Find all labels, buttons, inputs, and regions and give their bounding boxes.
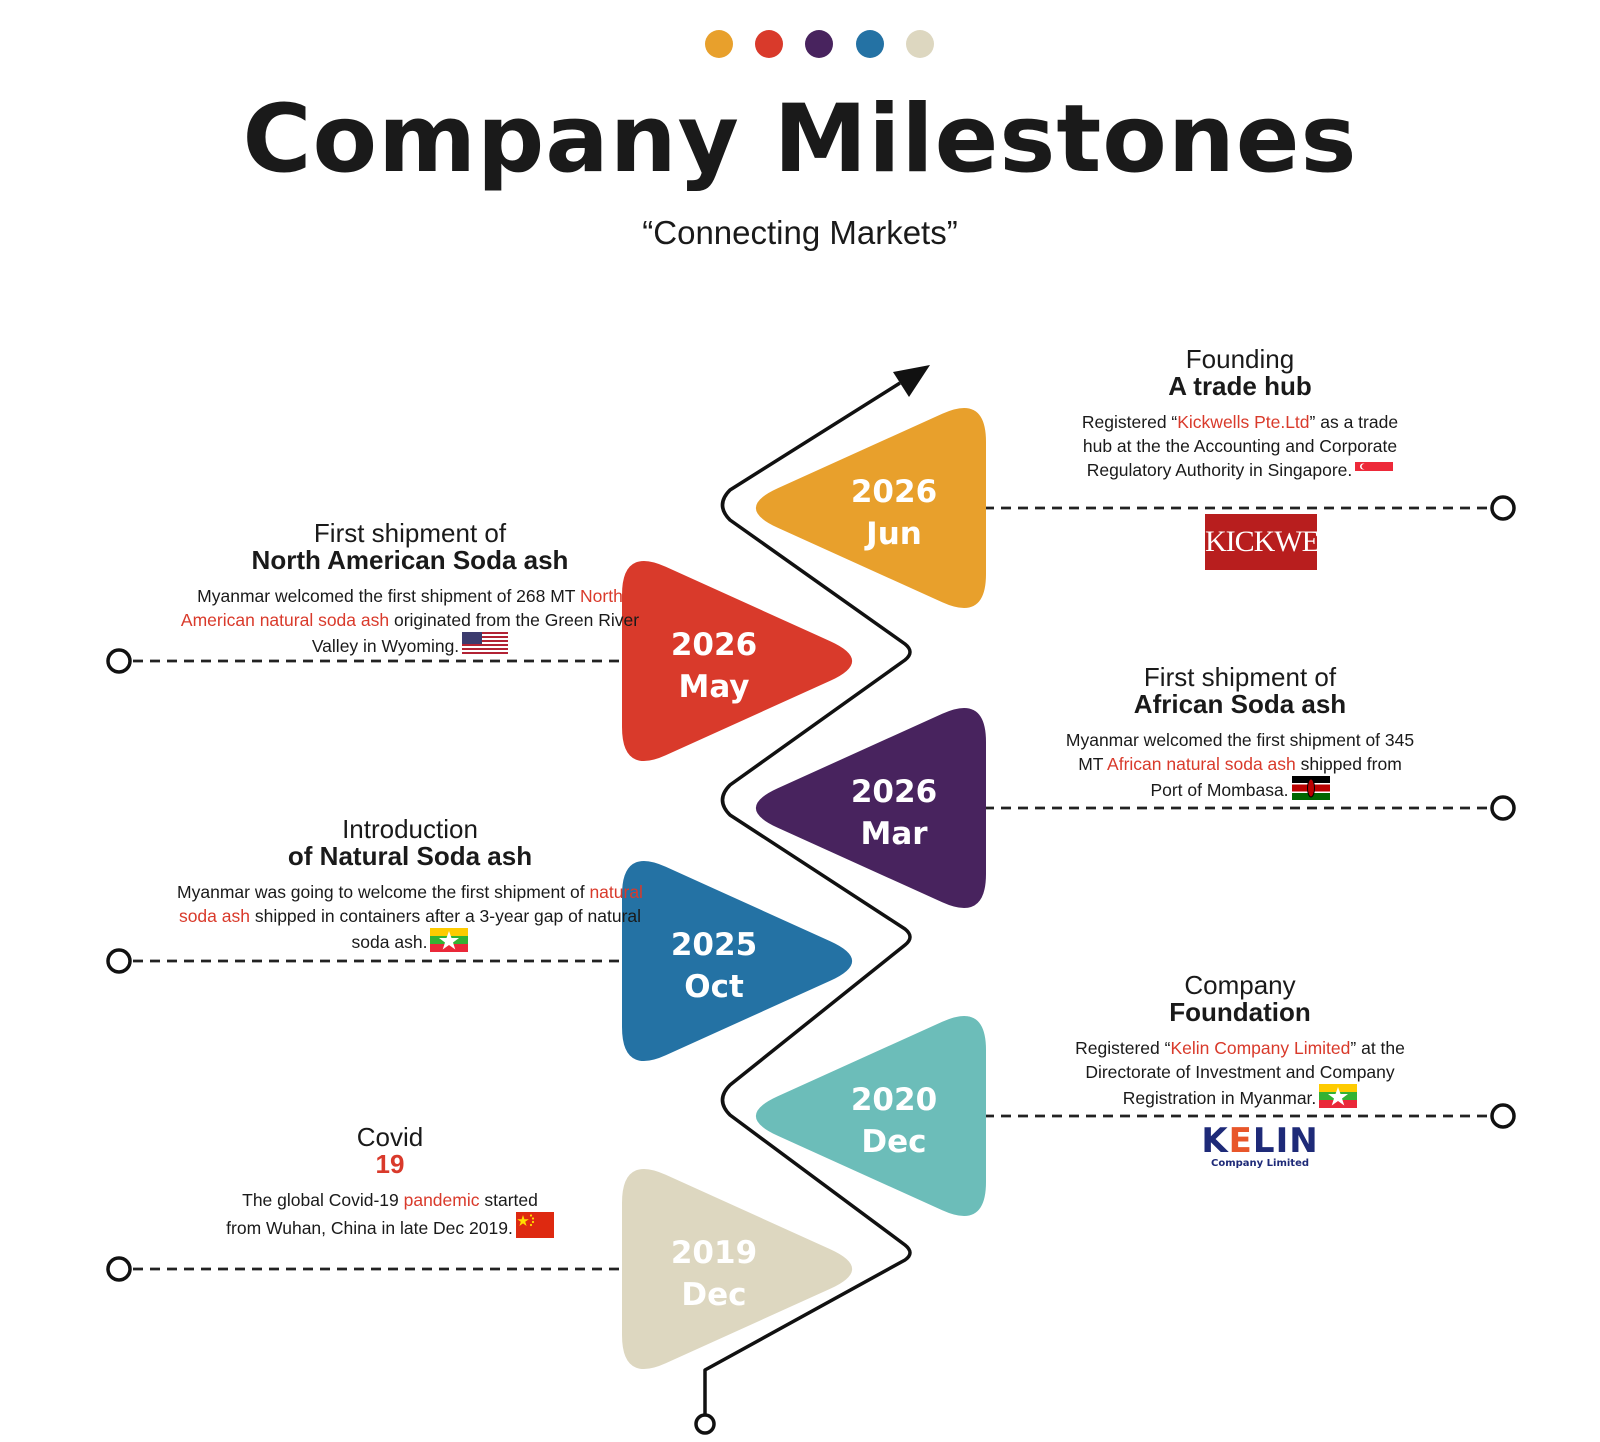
milestone-month-jun-2026: Jun	[864, 516, 922, 552]
kelin-logo-subtext: Company Limited	[1210, 1158, 1310, 1169]
milestone-text-oct-2025: Introduction of Natural Soda ash Myanmar…	[165, 816, 655, 954]
kelin-logo: KELIN Company Limited	[1190, 1124, 1330, 1169]
description-text: ” at the Directorate of Investment and C…	[1085, 1038, 1405, 1108]
milestone-text-dec-2019: Covid 19 The global Covid-19 pandemic st…	[225, 1124, 555, 1240]
header-dot-3	[805, 30, 833, 58]
description-text: Myanmar welcomed the first shipment of 3…	[1065, 730, 1415, 774]
milestone-text-mar-2026: First shipment of African Soda ash Myanm…	[1060, 664, 1420, 802]
milestone-text-jun-2026: Founding A trade hub Registered “Kickwel…	[1070, 346, 1410, 482]
header-dot-1	[705, 30, 733, 58]
milestone-triangle-jun-2026	[755, 408, 986, 608]
description-highlight: natural soda ash	[178, 882, 643, 926]
milestone-description: Myanmar welcomed the first shipment of 2…	[160, 584, 660, 658]
description-highlight: Kelin Company Limited	[1170, 1038, 1351, 1058]
endpoint-may-2026	[106, 648, 132, 674]
milestone-triangle-oct-2025	[622, 861, 853, 1061]
milestone-year-may-2026: 2026	[671, 627, 757, 663]
endpoint-dec-2020	[1490, 1103, 1516, 1129]
milestone-heading: Company	[1184, 970, 1296, 1000]
milestone-description: Registered “Kickwells Pte.Ltd” as a trad…	[1070, 410, 1410, 482]
endpoint-dec-2019	[106, 1256, 132, 1282]
milestone-year-jun-2026: 2026	[851, 474, 937, 510]
description-highlight: Kickwells Pte.Ltd	[1177, 412, 1310, 432]
description-text: Myanmar was going to welcome the first s…	[177, 882, 590, 902]
description-highlight: North American natural soda ash	[180, 586, 623, 630]
myanmar-flag-icon	[1319, 1084, 1358, 1108]
milestone-description: Myanmar was going to welcome the first s…	[165, 880, 655, 954]
milestone-heading-bold: 19	[375, 1149, 405, 1179]
milestone-year-dec-2020: 2020	[851, 1082, 937, 1118]
milestone-month-dec-2019: Dec	[681, 1277, 746, 1313]
milestone-heading-bold: North American Soda ash	[251, 545, 569, 575]
milestone-heading-bold: of Natural Soda ash	[287, 841, 533, 871]
page-subtitle: “Connecting Markets”	[642, 214, 958, 251]
kelin-logo-text: KELIN	[1201, 1121, 1319, 1161]
milestone-heading-bold: Foundation	[1169, 997, 1311, 1027]
header-dot-2	[755, 30, 783, 58]
kickwells-logo: KICKWELLS	[1205, 514, 1370, 570]
description-text: The global Covid-19	[242, 1190, 404, 1210]
description-highlight: African natural soda ash	[1107, 754, 1296, 774]
timeline-arrow-icon	[893, 365, 930, 397]
milestone-triangle-dec-2019	[622, 1169, 853, 1369]
timeline-start-circle	[694, 1413, 716, 1435]
milestone-year-oct-2025: 2025	[671, 927, 757, 963]
milestone-triangle-dec-2020	[755, 1016, 986, 1216]
timeline-path	[703, 381, 912, 1418]
milestone-year-mar-2026: 2026	[851, 774, 937, 810]
milestone-text-dec-2020: Company Foundation Registered “Kelin Com…	[1070, 972, 1410, 1110]
milestone-triangle-mar-2026	[755, 708, 986, 908]
milestone-heading: Founding	[1185, 344, 1295, 374]
milestone-triangle-may-2026	[622, 561, 853, 761]
milestone-heading-bold: A trade hub	[1168, 371, 1312, 401]
header-dot-4	[856, 30, 884, 58]
description-text: Registered “	[1075, 1038, 1171, 1058]
milestone-description: The global Covid-19 pandemic started fro…	[225, 1188, 555, 1240]
myanmar-flag-icon	[430, 928, 469, 952]
milestone-heading-bold: African Soda ash	[1133, 689, 1347, 719]
endpoint-oct-2025	[106, 948, 132, 974]
kenya-flag-icon	[1291, 776, 1330, 800]
milestone-description: Registered “Kelin Company Limited” at th…	[1070, 1036, 1410, 1110]
milestone-month-dec-2020: Dec	[861, 1124, 926, 1160]
milestone-description: Myanmar welcomed the first shipment of 3…	[1060, 728, 1420, 802]
description-highlight: pandemic	[403, 1190, 480, 1210]
description-text: Myanmar welcomed the first shipment of 2…	[197, 586, 581, 606]
header-dot-5	[906, 30, 934, 58]
description-text: ” as a trade hub at the the Accounting a…	[1082, 412, 1399, 480]
milestone-heading: Covid	[356, 1122, 424, 1152]
description-text: shipped in containers after a 3-year gap…	[249, 906, 642, 952]
page-title: Company Milestones	[242, 85, 1358, 194]
milestone-month-may-2026: May	[678, 669, 749, 705]
milestone-heading: Introduction	[342, 814, 478, 844]
milestone-heading: First shipment of	[313, 518, 507, 548]
endpoint-jun-2026	[1490, 495, 1516, 521]
milestone-text-may-2026: First shipment of North American Soda as…	[160, 520, 660, 658]
milestone-month-oct-2025: Oct	[684, 969, 744, 1005]
singapore-flag-icon	[1355, 462, 1394, 480]
description-text: originated from the Green River Valley i…	[311, 610, 640, 656]
milestone-year-dec-2019: 2019	[671, 1235, 757, 1271]
milestone-month-mar-2026: Mar	[860, 816, 928, 852]
china-flag-icon	[515, 1212, 554, 1238]
endpoint-mar-2026	[1490, 795, 1516, 821]
description-text: Registered “	[1081, 412, 1178, 432]
milestone-heading: First shipment of	[1143, 662, 1337, 692]
description-text: started from Wuhan, China in late Dec 20…	[226, 1190, 538, 1238]
usa-flag-icon	[462, 632, 509, 656]
description-text: shipped from Port of Mombasa.	[1150, 754, 1402, 800]
